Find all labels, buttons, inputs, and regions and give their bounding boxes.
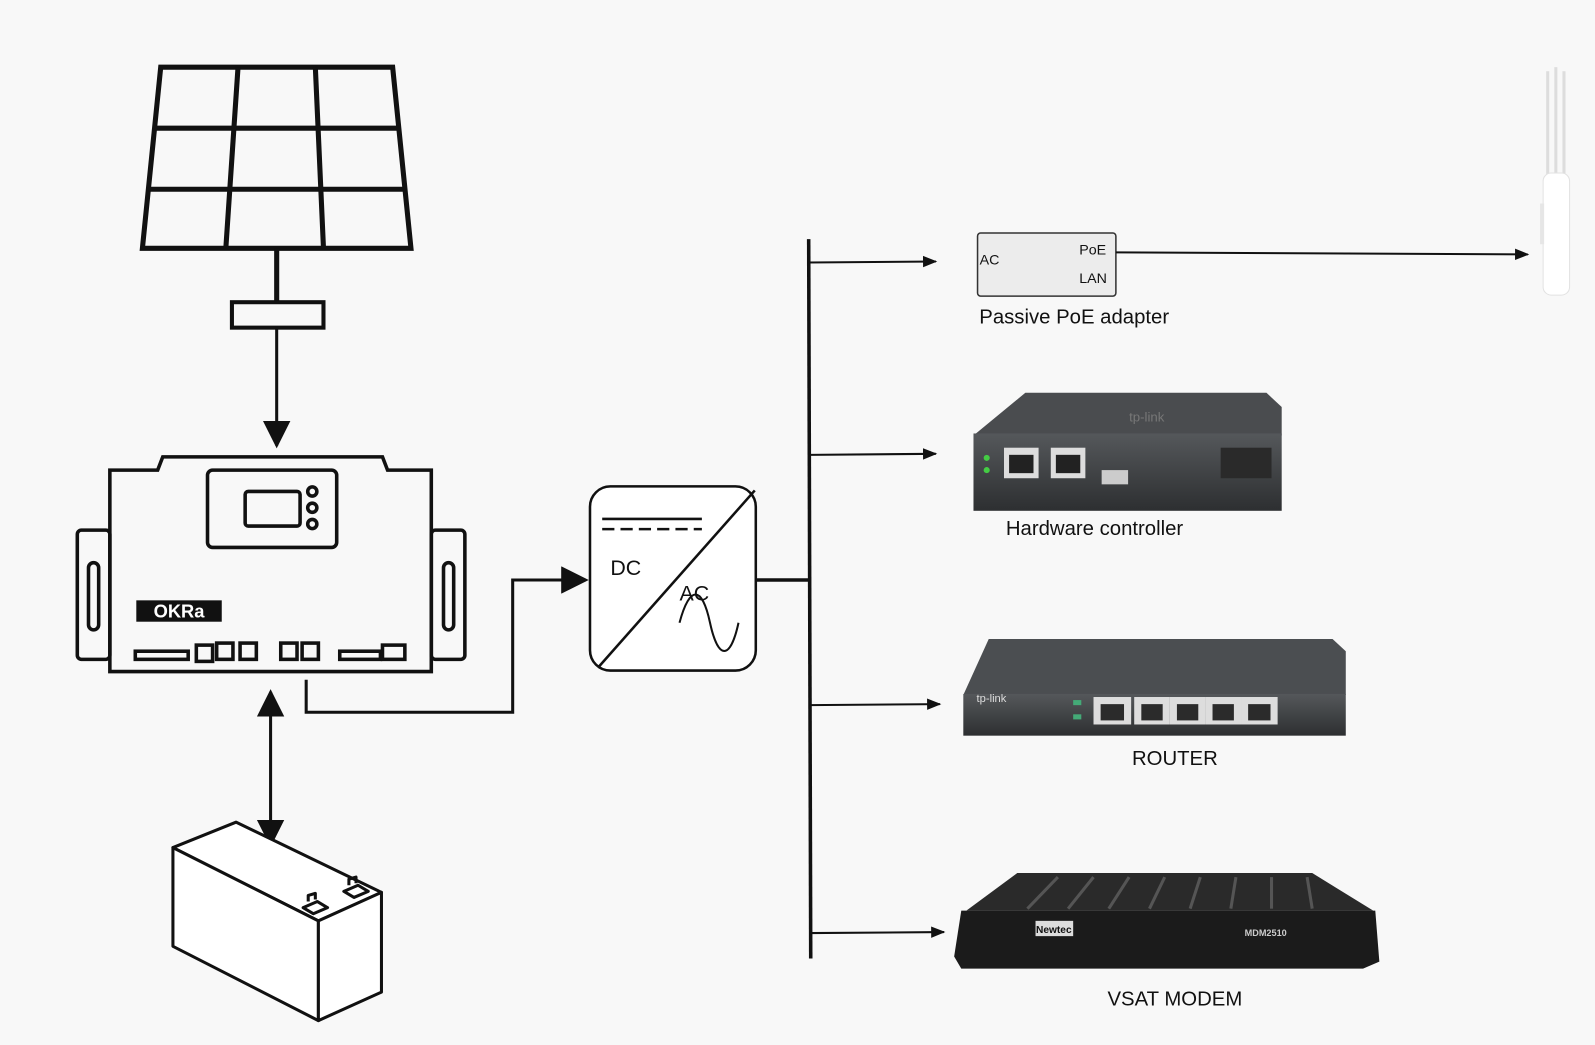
bus-to-controller-arrow [809,448,938,460]
svg-text:Newtec: Newtec [1036,925,1072,936]
svg-text:AC: AC [980,253,1000,269]
dc-label: DC [610,556,641,580]
svg-text:tp-link: tp-link [1129,409,1165,424]
svg-text:LAN: LAN [1079,271,1107,287]
svg-text:OKRa: OKRa [154,601,206,622]
solar-panel-icon [139,64,414,330]
svg-text:tp-link: tp-link [977,693,1007,705]
inverter-icon: DC AC [588,485,758,672]
vsat-modem-image: Newtec MDM2510 [954,873,1380,969]
svg-text:PoE: PoE [1079,242,1106,258]
controller-inverter-arrow [304,566,589,714]
ac-bus-line [806,239,813,959]
hardware-controller-image: tp-link [973,392,1282,511]
poe-adapter-caption: Passive PoE adapter [979,307,1169,329]
svg-text:MDM2510: MDM2510 [1245,928,1287,938]
router-image: tp-link [963,639,1346,736]
poe-adapter: AC PoE LAN [976,232,1117,297]
ac-label: AC [680,581,710,605]
vsat-modem-caption: VSAT MODEM [1108,988,1243,1010]
charge-controller-icon [75,455,467,674]
bus-to-poe-arrow [808,255,938,268]
router-caption: ROUTER [1132,748,1218,770]
bus-to-modem-arrow [810,926,946,938]
battery-icon [171,820,383,1023]
okra-logo: OKRa [136,600,222,622]
bus-to-router-arrow [809,698,942,710]
poe-to-ap-arrow [1115,248,1530,261]
hardware-controller-caption: Hardware controller [1006,518,1184,540]
access-point-icon [1540,67,1571,296]
